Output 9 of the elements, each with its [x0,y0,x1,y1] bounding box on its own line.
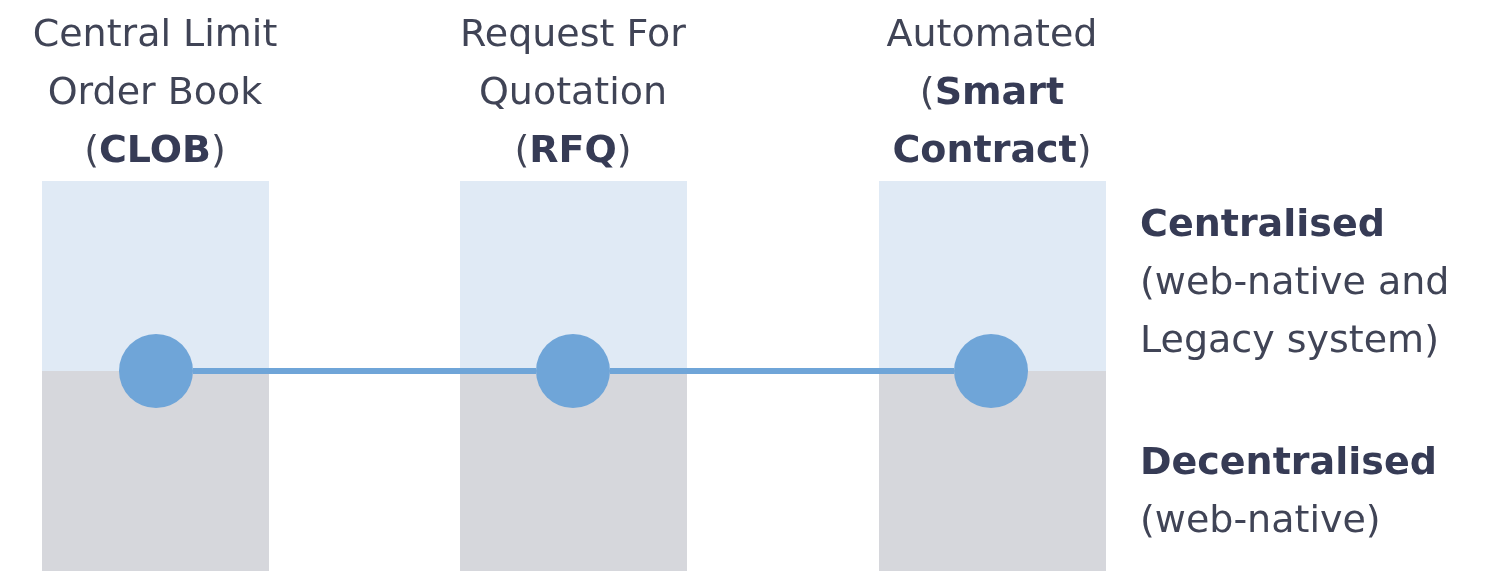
row-description: (web-native and Legacy system) [1140,258,1451,363]
row-heading: Decentralised [1140,438,1438,485]
row-description: (web-native) [1140,496,1382,543]
connector-line [610,368,954,374]
connector-line [193,368,536,374]
row-heading: Centralised [1140,200,1386,247]
column-heading: Request For Quotation (RFQ) [459,10,687,173]
column-heading: Central Limit Order Book (CLOB) [31,10,279,173]
column-heading: Automated (Smart Contract) [885,10,1099,173]
